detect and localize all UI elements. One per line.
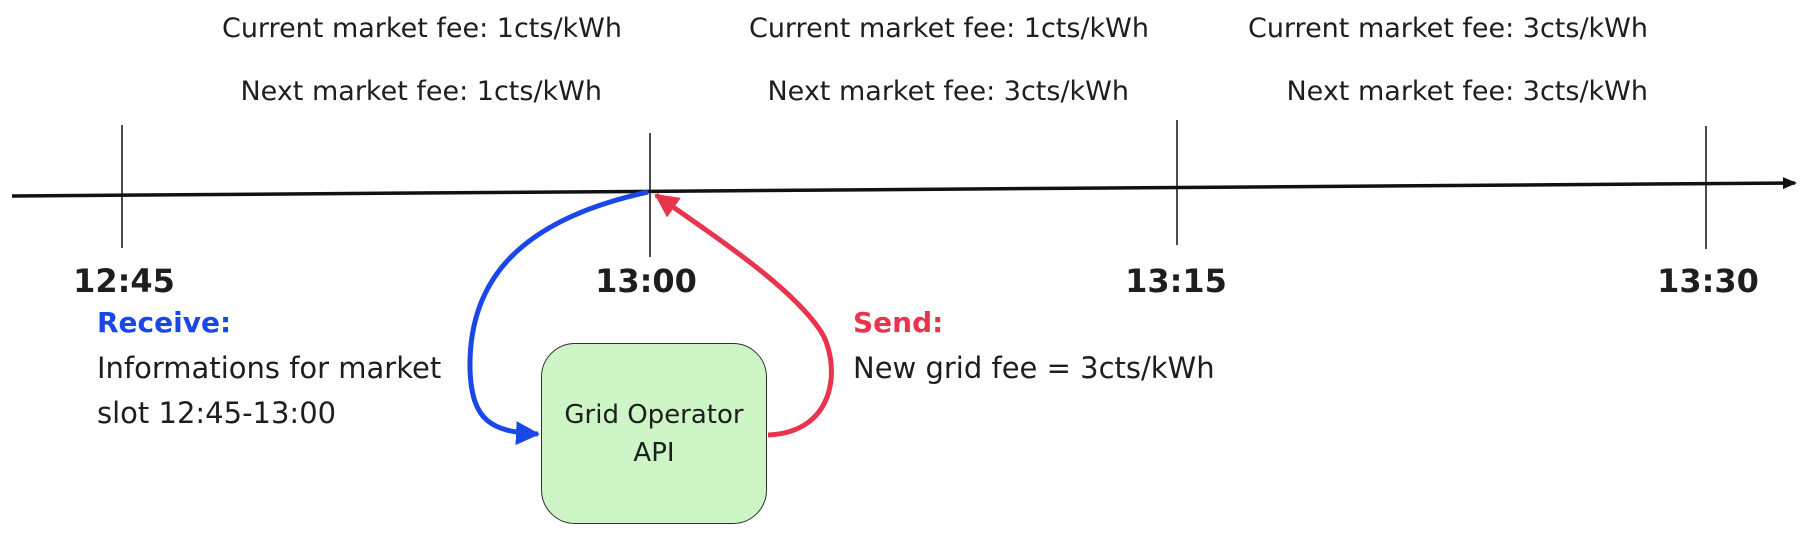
- slot1-current-fee: Current market fee: 1cts/kWh: [221, 13, 622, 44]
- receive-line-1: Informations for market: [97, 351, 442, 385]
- slot2-current-fee: Current market fee: 1cts/kWh: [748, 13, 1149, 44]
- grid-operator-api-box: Grid Operator API: [541, 343, 767, 524]
- send-line-1: New grid fee = 3cts/kWh: [853, 351, 1215, 385]
- timeline-axis: [11, 177, 1797, 198]
- receive-line-2: slot 12:45-13:00: [97, 396, 337, 430]
- time-label-1315: 13:15: [1125, 262, 1227, 300]
- slot3-next-fee: Next market fee: 3cts/kWh: [1286, 76, 1648, 107]
- time-label-1245: 12:45: [73, 262, 175, 300]
- receive-heading: Receive:: [97, 306, 232, 339]
- send-arrow: [654, 192, 834, 438]
- time-label-1300: 13:00: [595, 262, 697, 300]
- grid-operator-api-label: Grid Operator API: [564, 399, 744, 468]
- slot1-next-fee: Next market fee: 1cts/kWh: [240, 76, 602, 107]
- send-heading: Send:: [853, 306, 944, 339]
- slot3-current-fee: Current market fee: 3cts/kWh: [1247, 13, 1648, 44]
- receive-arrow: [467, 189, 649, 446]
- time-label-1330: 13:30: [1657, 262, 1759, 300]
- slot2-next-fee: Next market fee: 3cts/kWh: [767, 76, 1129, 107]
